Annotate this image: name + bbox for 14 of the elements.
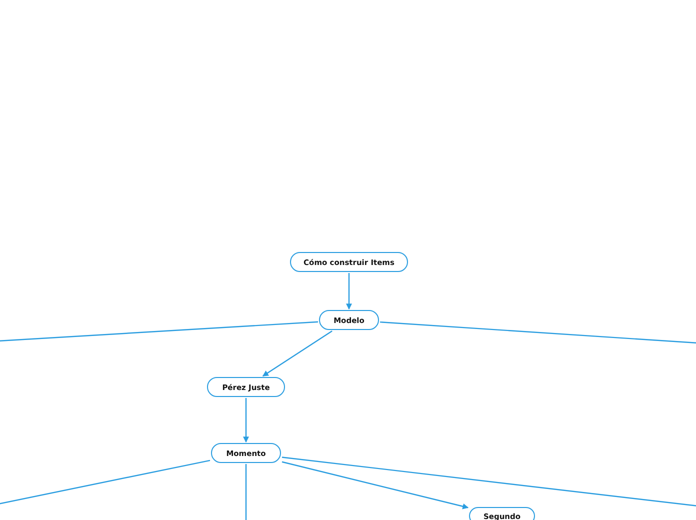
connector-line (380, 321, 696, 344)
topic-box (211, 443, 281, 463)
arrow (262, 330, 332, 376)
arrow (243, 398, 249, 443)
topic-box (469, 507, 535, 520)
connector-line (0, 321, 318, 342)
connector-line (245, 464, 247, 520)
connector-line (282, 456, 696, 507)
connector-line (0, 460, 210, 505)
topic-box (319, 310, 379, 330)
arrow (282, 461, 469, 510)
topic-box (207, 377, 285, 397)
topic-box (290, 252, 408, 272)
arrow (346, 273, 352, 310)
